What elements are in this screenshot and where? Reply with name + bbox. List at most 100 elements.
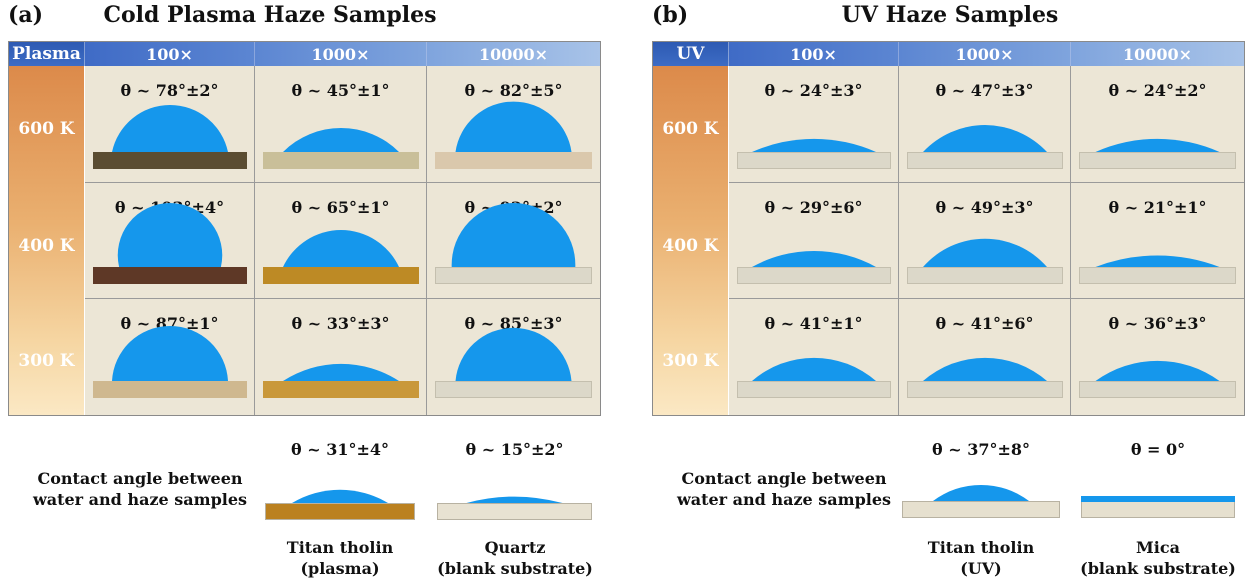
reference-droplet (933, 484, 1029, 501)
contact-angle-label: θ ~ 65°±1° (291, 198, 390, 217)
reference-substrate (437, 503, 592, 520)
panel-b-cell-r1-c2: θ ~ 21°±1° (1071, 183, 1244, 299)
contact-angle-label: θ ~ 85°±3° (464, 314, 563, 333)
panel-a-letter: (a) (8, 2, 44, 28)
contact-angle-label: θ ~ 49°±3° (935, 198, 1034, 217)
panel-a-cell-r1-c2: θ ~ 92°±2° (427, 183, 600, 299)
droplet (923, 125, 1047, 152)
panel-a-ref-1-angle: θ ~ 31°±4° (290, 440, 390, 459)
panel-b-ref-2-label-line-2: (blank substrate) (1080, 559, 1236, 578)
panel-a-ref-2-label: Quartz (blank substrate) (425, 537, 605, 579)
panel-b-temp-600: 600 K (662, 119, 719, 139)
contact-angle-label: θ ~ 29°±6° (764, 198, 863, 217)
panel-a-mag-100: 100× (85, 42, 255, 66)
panel-b-caption-line-2: water and haze samples (676, 490, 892, 509)
droplet (112, 105, 228, 152)
contact-angle-label: θ ~ 82°±5° (464, 81, 563, 100)
contact-angle-label: θ ~ 36°±3° (1108, 314, 1207, 333)
panel-b-cell-r0-c2: θ ~ 24°±2° (1071, 66, 1244, 183)
panel-b-header-row: UV 100× 1000× 10000× (653, 42, 1244, 66)
droplet-shape (451, 202, 576, 267)
droplet-shape (292, 489, 388, 503)
panel-b-ref-1-label: Titan tholin (UV) (896, 537, 1066, 579)
panel-a-ref-1-label-line-2: (plasma) (300, 559, 380, 578)
water-film (1081, 496, 1235, 502)
droplet-shape (933, 484, 1029, 501)
panel-b-temp-400: 400 K (662, 236, 719, 256)
reference-droplet (292, 489, 388, 503)
substrate (435, 381, 592, 398)
droplet-shape (752, 250, 876, 267)
panel-b-mag-10000: 10000× (1071, 42, 1244, 66)
panel-b-ref-2-label: Mica (blank substrate) (1068, 537, 1248, 579)
droplet-shape (1095, 360, 1220, 381)
panel-a-caption-line-1: Contact angle between (37, 469, 243, 488)
panel-b-cell-r1-c1: θ ~ 49°±3° (899, 183, 1071, 299)
droplet (923, 238, 1047, 267)
droplet-shape (1095, 138, 1220, 152)
panel-b-ref-1-sample (902, 476, 1060, 521)
panel-b-cell-r2-c0: θ ~ 41°±1° (729, 299, 899, 415)
panel-a-header-row: Plasma 100× 1000× 10000× (9, 42, 600, 66)
panel-b-caption-line-1: Contact angle between (681, 469, 887, 488)
panel-a-temp-300: 300 K (18, 351, 75, 371)
panel-b-temperature-column: 600 K 400 K 300 K (653, 66, 728, 415)
substrate (263, 381, 419, 398)
substrate (435, 152, 592, 169)
panel-b-mag-100: 100× (729, 42, 899, 66)
substrate (737, 381, 891, 398)
substrate (737, 267, 891, 284)
droplet (455, 101, 572, 152)
substrate (93, 267, 247, 284)
panel-b-mag-1000: 1000× (899, 42, 1071, 66)
panel-b-ref-2-label-line-1: Mica (1136, 538, 1180, 557)
contact-angle-label: θ ~ 45°±1° (291, 81, 390, 100)
panel-b-cell-r1-c0: θ ~ 29°±6° (729, 183, 899, 299)
droplet (283, 127, 399, 152)
droplet (117, 202, 223, 267)
contact-angle-label: θ ~ 21°±1° (1108, 198, 1207, 217)
panel-a-cell-r1-c0: θ ~ 103°±4° (85, 183, 255, 299)
contact-angle-label: θ ~ 24°±2° (1108, 81, 1207, 100)
panel-a-ref-2-label-line-1: Quartz (484, 538, 546, 557)
panel-a-mag-1000: 1000× (255, 42, 427, 66)
panel-b-cell-r2-c2: θ ~ 36°±3° (1071, 299, 1244, 415)
droplet (752, 138, 876, 152)
substrate (907, 267, 1063, 284)
contact-angle-label: θ ~ 33°±3° (291, 314, 390, 333)
panel-a-temp-600: 600 K (18, 119, 75, 139)
panel-b-cell-r2-c1: θ ~ 41°±6° (899, 299, 1071, 415)
droplet-shape (117, 202, 223, 267)
panel-a-grid: Plasma 100× 1000× 10000× 600 K 400 K 300… (8, 41, 601, 416)
panel-a-title: Cold Plasma Haze Samples (103, 2, 437, 28)
droplet (1095, 255, 1220, 267)
panel-b-ref-1-angle: θ ~ 37°±8° (931, 440, 1031, 459)
substrate (263, 152, 419, 169)
reference-substrate (902, 501, 1060, 518)
panel-b-temp-300: 300 K (662, 351, 719, 371)
substrate (435, 267, 592, 284)
droplet (752, 250, 876, 267)
panel-a-caption-line-2: water and haze samples (32, 490, 248, 509)
droplet-shape (923, 125, 1047, 152)
substrate (907, 152, 1063, 169)
substrate (1079, 267, 1236, 284)
droplet-shape (1095, 255, 1220, 267)
panel-a-temp-400: 400 K (18, 236, 75, 256)
contact-angle-label: θ ~ 24°±3° (764, 81, 863, 100)
reference-substrate (265, 503, 415, 520)
panel-a-mag-10000: 10000× (427, 42, 600, 66)
substrate (93, 152, 247, 169)
panel-b-cell-r0-c1: θ ~ 47°±3° (899, 66, 1071, 183)
substrate (1079, 381, 1236, 398)
panel-a-ref-2-sample (437, 478, 592, 523)
panel-a-temperature-column: 600 K 400 K 300 K (9, 66, 84, 415)
droplet-shape (752, 138, 876, 152)
substrate (907, 381, 1063, 398)
contact-angle-label: θ ~ 41°±6° (935, 314, 1034, 333)
droplet-shape (283, 363, 399, 381)
contact-angle-label: θ ~ 87°±1° (120, 314, 219, 333)
panel-b-ref-2-sample (1081, 476, 1235, 521)
droplet-shape (923, 238, 1047, 267)
droplet (112, 325, 228, 381)
